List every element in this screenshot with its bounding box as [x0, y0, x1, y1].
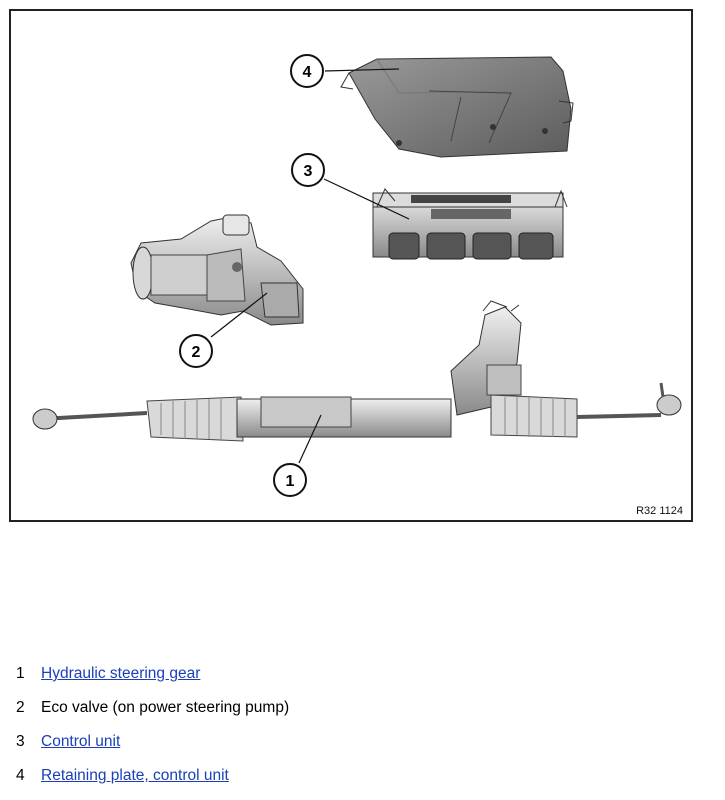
legend-number: 4: [16, 767, 25, 784]
callout-1: 1: [273, 463, 307, 497]
legend-item-4: 4 Retaining plate, control unit: [16, 766, 616, 800]
svg-text:4: 4: [303, 64, 312, 81]
callout-4: 4: [290, 54, 324, 88]
figure-reference: R32 1124: [636, 505, 683, 517]
hydraulic-steering-gear-link[interactable]: Hydraulic steering gear: [41, 665, 201, 682]
legend-item-2: 2 Eco valve (on power steering pump): [16, 698, 616, 732]
callout-3: 3: [291, 153, 325, 187]
svg-text:3: 3: [304, 163, 313, 180]
eco-valve-label: Eco valve (on power steering pump): [41, 699, 290, 716]
legend-item-3: 3 Control unit: [16, 732, 616, 766]
callout-leader-lines: [210, 68, 410, 464]
retaining-plate-link[interactable]: Retaining plate, control unit: [41, 767, 229, 784]
legend-number: 1: [16, 665, 25, 682]
svg-text:2: 2: [192, 344, 201, 361]
eco-valve-drawing: [130, 214, 304, 326]
exploded-view-figure: 4 3 2 1 R32 1124: [9, 9, 693, 522]
legend-item-1: 1 Hydraulic steering gear: [16, 664, 616, 698]
steering-gear-drawing: [32, 300, 682, 442]
control-unit-link[interactable]: Control unit: [41, 733, 121, 750]
legend-number: 2: [16, 699, 25, 716]
svg-text:1: 1: [286, 473, 295, 490]
legend-number: 3: [16, 733, 25, 750]
retaining-plate-drawing: [340, 56, 574, 158]
component-illustration: 4 3 2 1: [32, 54, 682, 497]
callout-2: 2: [179, 334, 213, 368]
parts-legend: 1 Hydraulic steering gear 2 Eco valve (o…: [16, 664, 616, 800]
control-unit-drawing: [372, 188, 568, 260]
